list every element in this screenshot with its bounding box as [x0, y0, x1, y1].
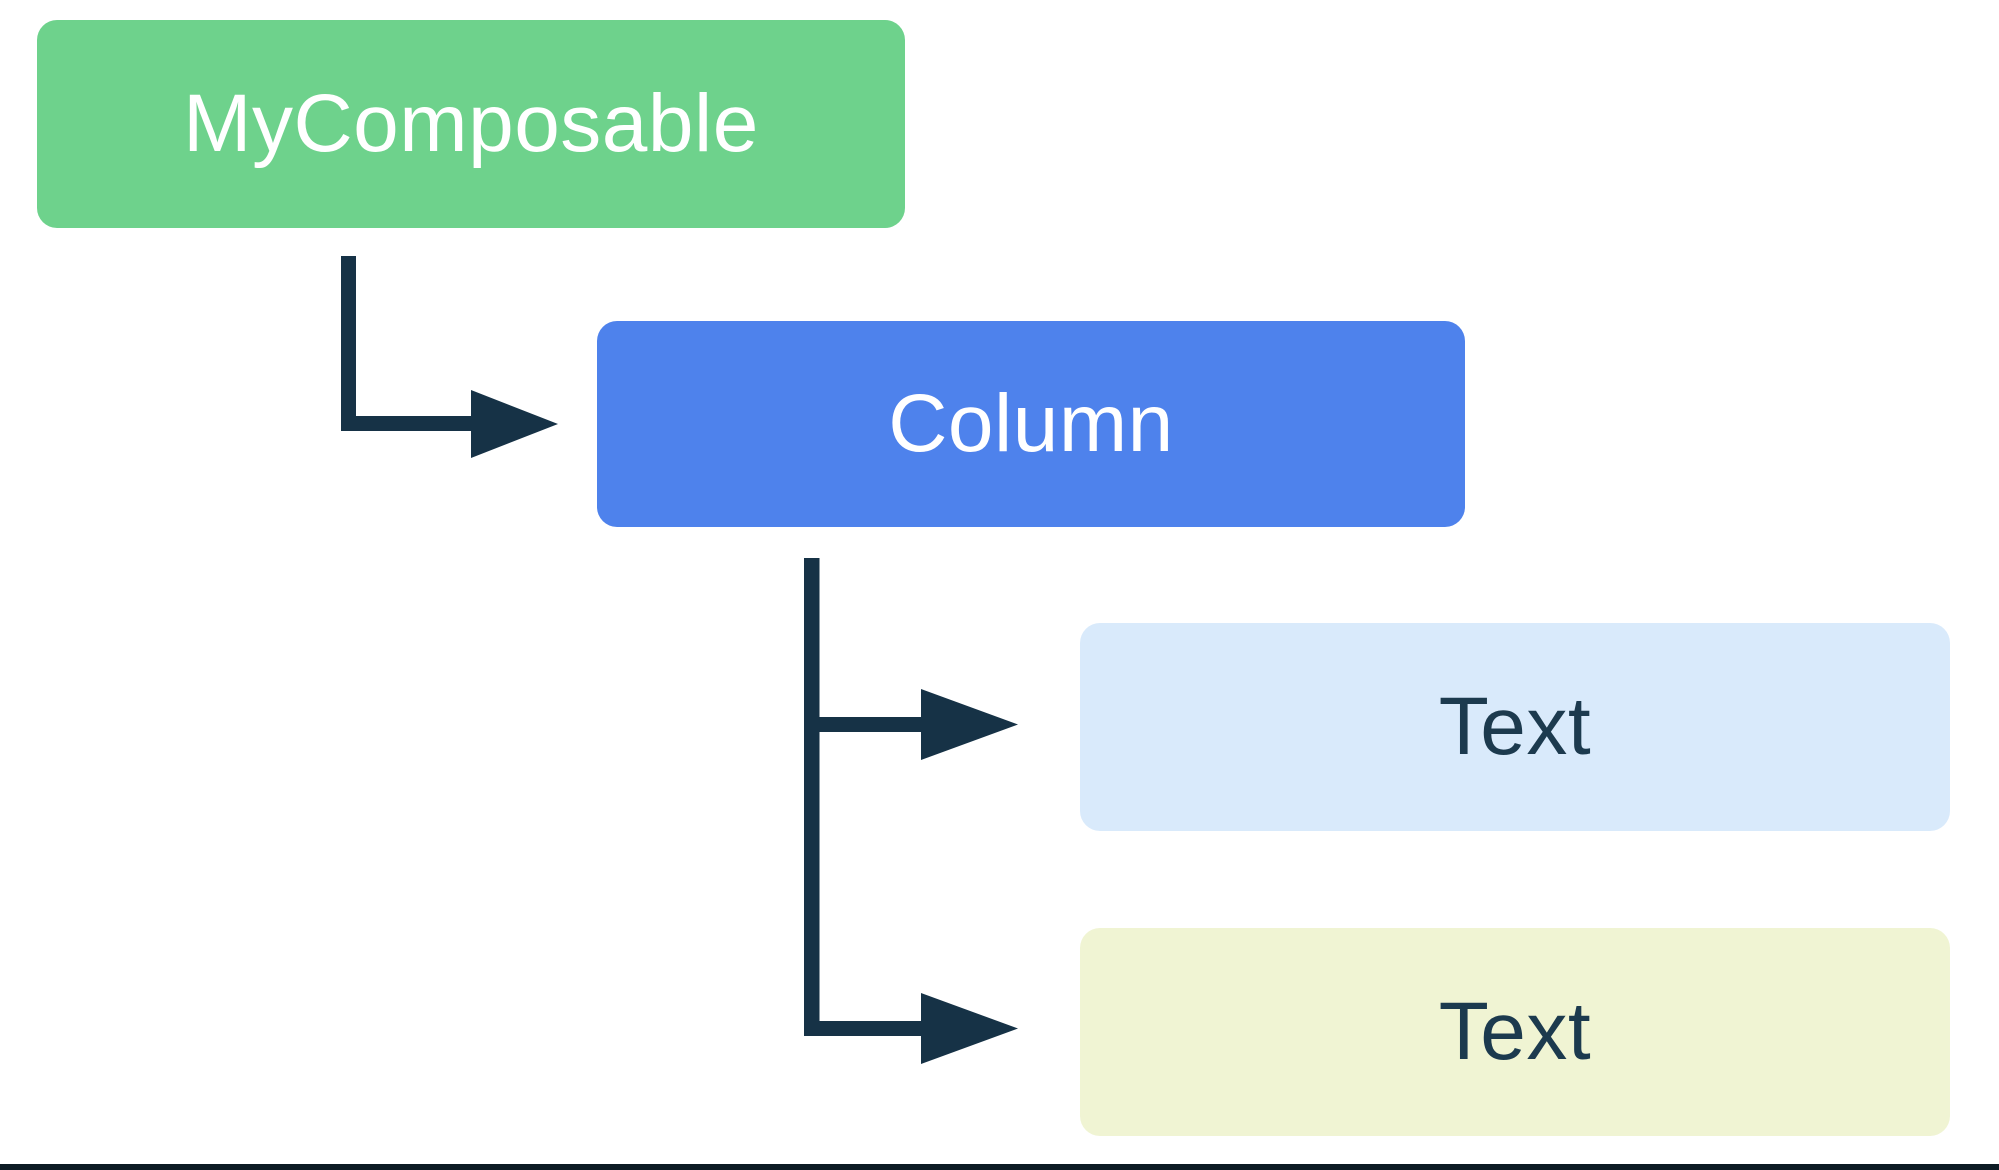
- node-text-second: Text: [1080, 928, 1950, 1136]
- arrowhead-icon: [921, 993, 1018, 1064]
- arrow-vertical-segment: [804, 558, 820, 1036]
- node-text-second-label: Text: [1438, 986, 1592, 1077]
- arrow-vertical-segment: [341, 256, 356, 431]
- node-text-first-label: Text: [1438, 681, 1592, 772]
- arrowhead-icon: [471, 390, 558, 458]
- node-column-label: Column: [888, 378, 1174, 469]
- arrowhead-icon: [921, 689, 1018, 760]
- bottom-border-line: [0, 1164, 1999, 1170]
- node-column: Column: [597, 321, 1465, 527]
- node-mycomposable: MyComposable: [37, 20, 905, 228]
- arrow-horizontal-segment-bottom: [804, 1021, 930, 1036]
- arrow-column-to-texts: [804, 558, 1018, 1064]
- node-mycomposable-label: MyComposable: [183, 78, 759, 169]
- arrow-horizontal-segment: [341, 416, 480, 431]
- arrow-mycomposable-to-column: [341, 256, 558, 458]
- arrow-horizontal-segment-top: [804, 717, 930, 732]
- node-text-first: Text: [1080, 623, 1950, 831]
